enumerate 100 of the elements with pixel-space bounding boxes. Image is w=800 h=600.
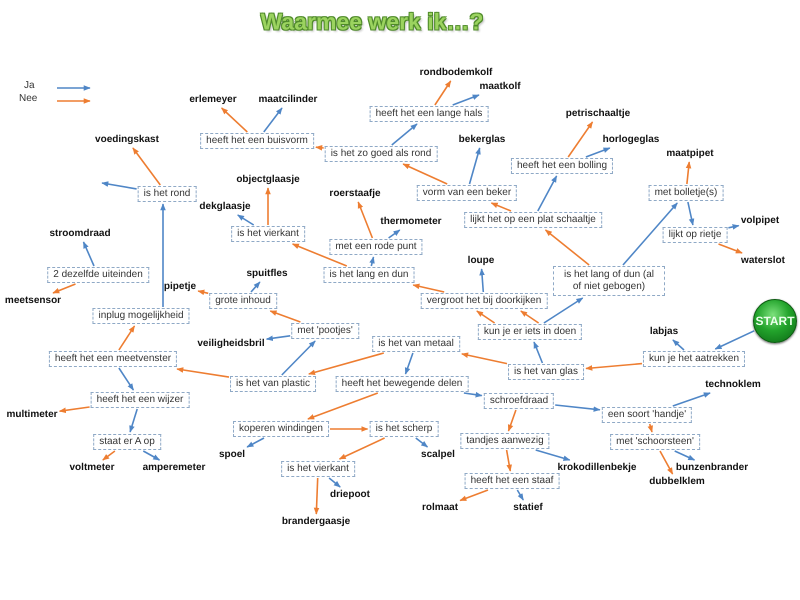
arrow [270, 310, 301, 323]
arrow [307, 392, 378, 420]
arrow [101, 181, 137, 190]
question-box: is het van glas [508, 364, 584, 380]
answer-label: multimeter [6, 409, 58, 421]
arrow [357, 201, 374, 238]
arrow [622, 202, 678, 266]
answer-label: krokodillenbekje [558, 462, 636, 474]
question-box: is het lang of dun (al of niet gebogen) [553, 266, 665, 296]
question-box: kun je er iets in doen [478, 324, 582, 340]
question-box: is het van metaal [372, 336, 460, 352]
arrow [315, 145, 324, 151]
arrow [412, 284, 444, 293]
arrow [281, 340, 316, 376]
arrow [197, 290, 208, 296]
question-box: staat er A op [93, 434, 161, 450]
question-box: heeft het bewegende delen [336, 376, 468, 392]
arrow [388, 229, 400, 239]
arrow [464, 392, 482, 398]
question-box: een soort 'handje' [602, 407, 692, 423]
question-box: is het scherp [370, 421, 438, 437]
arrow [52, 283, 76, 294]
question-box: inplug mogelijkheid [92, 308, 190, 324]
arrow [686, 161, 692, 184]
answer-label: technoklem [705, 379, 761, 391]
arrow [468, 147, 481, 184]
answer-label: pipetje [164, 281, 196, 293]
question-box: lijkt op rietje [662, 227, 728, 243]
question-box: heeft het een bolling [510, 158, 614, 174]
arrow [246, 437, 264, 448]
answer-label: spuitfles [246, 268, 288, 280]
arrow [520, 310, 540, 324]
arrow [476, 310, 496, 324]
arrow [369, 256, 375, 266]
arrow [728, 224, 740, 230]
question-box: heeft het een buisvorm [200, 133, 314, 149]
question-box: koperen windingen [233, 421, 329, 437]
question-box: vorm van een beker [416, 185, 518, 201]
arrow [404, 352, 414, 375]
question-box: vergroot het bij doorkijken [420, 293, 548, 309]
answer-label: loupe [468, 255, 494, 267]
answer-label: rolmaat [422, 502, 458, 514]
answer-label: petrischaaltje [566, 108, 630, 120]
arrow [102, 450, 116, 461]
arrow [659, 450, 674, 475]
arrow [568, 121, 594, 158]
arrow [237, 214, 254, 226]
start-button: START [753, 299, 797, 343]
question-box: heeft het een wijzer [90, 392, 190, 408]
answer-label: thermometer [380, 216, 442, 228]
arrow [533, 341, 544, 364]
answer-label: stroomdraad [49, 228, 111, 240]
arrow [543, 297, 584, 324]
arrow [265, 187, 271, 225]
question-box: is het van plastic [230, 376, 316, 392]
answer-label: erlemeyer [189, 94, 237, 106]
arrow [718, 243, 743, 254]
arrow [250, 281, 260, 293]
question-box: is het vierkant [231, 226, 305, 242]
arrow [537, 175, 558, 212]
arrow [516, 490, 524, 501]
arrow [544, 229, 590, 266]
legend-label: Nee [19, 93, 38, 104]
question-box: kun je het aatrekken [642, 351, 746, 367]
legend-label: Ja [24, 80, 35, 91]
arrow [555, 404, 600, 412]
question-box: heeft het een lange hals [370, 106, 488, 122]
arrow [402, 163, 448, 185]
answer-label: veiligheidsbril [197, 338, 265, 350]
arrow [672, 392, 711, 407]
question-box: lijkt het op een plat schaaltje [464, 212, 602, 228]
answer-label: rondbodemkolf [420, 67, 492, 79]
arrow [142, 450, 160, 461]
arrow [82, 241, 95, 266]
answer-label: maatpipet [666, 148, 714, 160]
arrow [129, 408, 138, 433]
arrow [308, 352, 384, 375]
arrow [415, 437, 428, 448]
arrow [118, 368, 134, 391]
answer-label: waterslot [741, 255, 785, 267]
arrow [263, 107, 283, 132]
answer-label: dekglaasje [199, 201, 251, 213]
arrow [459, 489, 488, 502]
arrow [160, 203, 166, 307]
arrow [118, 325, 136, 350]
question-box: tandjes aanwezig [460, 433, 550, 449]
question-box: grote inhoud [209, 293, 277, 309]
arrow [330, 426, 368, 432]
question-box: is het rond [138, 186, 196, 202]
answer-label: driepoot [330, 489, 370, 501]
arrow [266, 335, 290, 341]
answer-label: dubbelklem [649, 476, 705, 488]
question-box: schroefdraad [484, 393, 554, 409]
question-box: met bolletje(s) [648, 185, 724, 201]
arrow [648, 424, 653, 433]
answer-label: volpipet [740, 215, 780, 227]
arrow [674, 450, 696, 461]
question-box: 2 dezelfde uiteinden [47, 267, 149, 283]
question-box: is het vierkant [281, 461, 355, 477]
answer-label: labjas [650, 326, 678, 338]
